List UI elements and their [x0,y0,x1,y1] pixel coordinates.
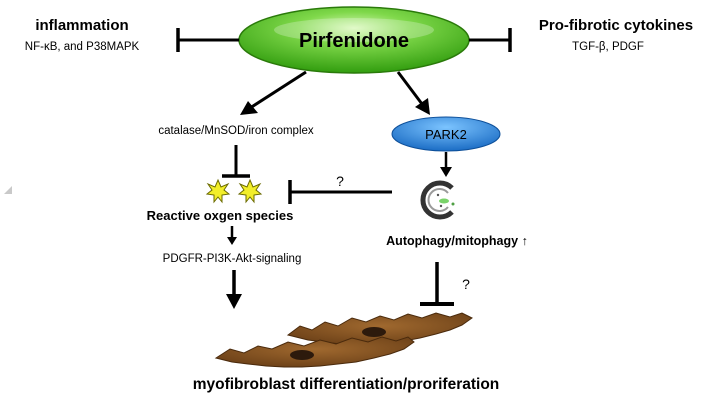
question-ros: ? [336,173,344,189]
question-myofibroblast: ? [462,276,470,292]
pirfenidone-highlight [274,18,434,42]
catalase-label: catalase/MnSOD/iron complex [158,125,314,137]
park2-label: PARK2 [425,127,467,142]
arrow-to-catalase [240,70,307,115]
pirfenidone-label: Pirfenidone [299,30,409,52]
ros-star-icon [237,178,263,204]
park2-node: PARK2 [391,116,501,152]
myofibroblast-cell-icon [214,336,415,368]
cytokines-detail: TGF-β, PDGF [572,41,644,53]
inhibit-autophagy-to-ros [288,180,392,204]
pirfenidone-node: Pirfenidone [238,6,470,74]
inflammation-title: inflammation [35,17,128,34]
park2-ellipse [391,116,501,152]
arrow-pdgfr-to-myofibroblast [226,270,242,309]
resize-grip-icon[interactable] [4,186,12,194]
arrow-to-park2 [396,71,430,115]
pdgfr-label: PDGFR-PI3K-Akt-signaling [163,253,302,265]
inhibit-autophagy-to-myofibroblast [420,262,454,306]
autophagosome-icon [420,180,455,220]
inhibit-catalase-to-ros [222,145,250,178]
cytokines-title: Pro-fibrotic cytokines [539,17,693,34]
ros-label: Reactive oxgen species [147,208,294,223]
inflammation-detail: NF-κB, and P38MAPK [25,41,140,53]
autophagy-label: Autophagy/mitophagy ↑ [386,234,528,248]
arrow-ros-to-pdgfr [227,226,237,245]
ros-star-icon [205,178,231,204]
outcome-label: myofibroblast differentiation/proriferat… [193,376,500,393]
arrow-park2-to-autophagy [440,152,452,177]
